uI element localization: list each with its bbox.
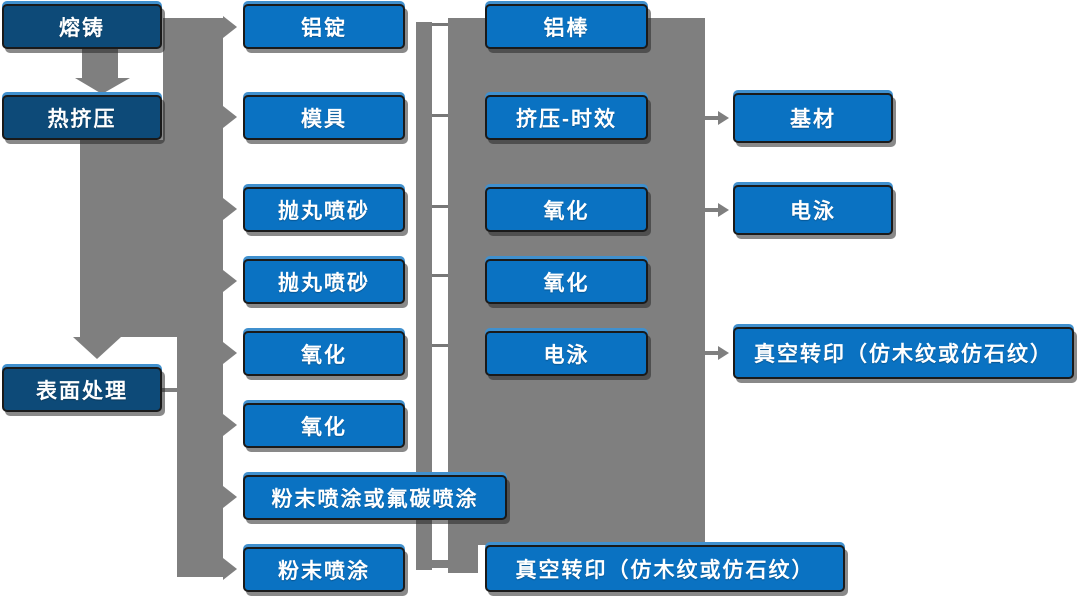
arrow-to-vacuum-transfer-head: [718, 346, 729, 360]
arrow-right-to-aluminum-ingot: [223, 16, 237, 38]
arrow-down-to-surface-treatment-head: [73, 337, 121, 359]
arrow-to-electrophoresis-shaft: [705, 208, 718, 212]
arrow-right-to-oxidation-a: [223, 342, 237, 364]
arrow-right-to-powder-or-fluorocarbon: [223, 486, 237, 508]
bus-tick-row-3: [432, 205, 448, 208]
panel-bottom-protrusion: [448, 545, 478, 573]
arrow-right-to-shot-blast-2: [223, 270, 237, 292]
node-electrophoresis-a: 电泳: [485, 331, 648, 376]
node-powder-coating: 粉末喷涂: [243, 547, 405, 592]
node-shot-blast-sandblast-1: 抛丸喷砂: [243, 187, 405, 232]
arrow-down-to-hot-extrusion-head: [75, 78, 130, 94]
node-oxidation-c: 氧化: [485, 187, 648, 232]
node-oxidation-b: 氧化: [243, 403, 405, 448]
arrow-down-to-hot-extrusion-shaft: [82, 49, 118, 79]
node-oxidation-a: 氧化: [243, 331, 405, 376]
flow-band-left-block: [80, 140, 223, 337]
bus-tick-row-2: [432, 114, 448, 117]
arrow-to-base-material-head: [718, 111, 729, 125]
node-extrusion-aging: 挤压-时效: [485, 95, 648, 140]
node-electrophoresis-b: 电泳: [733, 185, 893, 235]
node-aluminum-ingot: 铝锭: [243, 4, 405, 49]
node-surface-treatment: 表面处理: [2, 367, 162, 412]
bus-tick-row-5: [432, 344, 448, 347]
bus-tick-row-4: [432, 274, 448, 277]
bus-tick-row-1: [432, 23, 448, 26]
node-aluminum-rod: 铝棒: [485, 4, 648, 49]
node-base-material: 基材: [733, 93, 893, 143]
arrow-right-to-shot-blast-1: [223, 198, 237, 220]
bus-line-vertical: [416, 22, 432, 570]
node-vacuum-transfer-right: 真空转印（仿木纹或仿石纹）: [733, 327, 1074, 379]
connector-surface-treatment-to-band: [162, 388, 178, 392]
arrow-to-base-material-shaft: [705, 116, 718, 120]
node-hot-extrusion: 热挤压: [2, 95, 162, 140]
arrow-right-to-powder-coating: [223, 558, 237, 580]
arrow-right-to-mold: [223, 106, 237, 128]
arrow-to-electrophoresis-head: [718, 203, 729, 217]
node-shot-blast-sandblast-2: 抛丸喷砂: [243, 259, 405, 304]
bus-tick-bottom: [432, 560, 450, 568]
node-oxidation-d: 氧化: [485, 259, 648, 304]
node-melting-casting: 熔铸: [2, 4, 162, 49]
node-powder-or-fluorocarbon-coating: 粉末喷涂或氟碳喷涂: [243, 475, 507, 520]
arrow-right-to-oxidation-b: [223, 414, 237, 436]
node-vacuum-transfer-bottom: 真空转印（仿木纹或仿石纹）: [485, 545, 845, 592]
arrow-to-vacuum-transfer-shaft: [705, 351, 718, 355]
node-mold: 模具: [243, 95, 405, 140]
